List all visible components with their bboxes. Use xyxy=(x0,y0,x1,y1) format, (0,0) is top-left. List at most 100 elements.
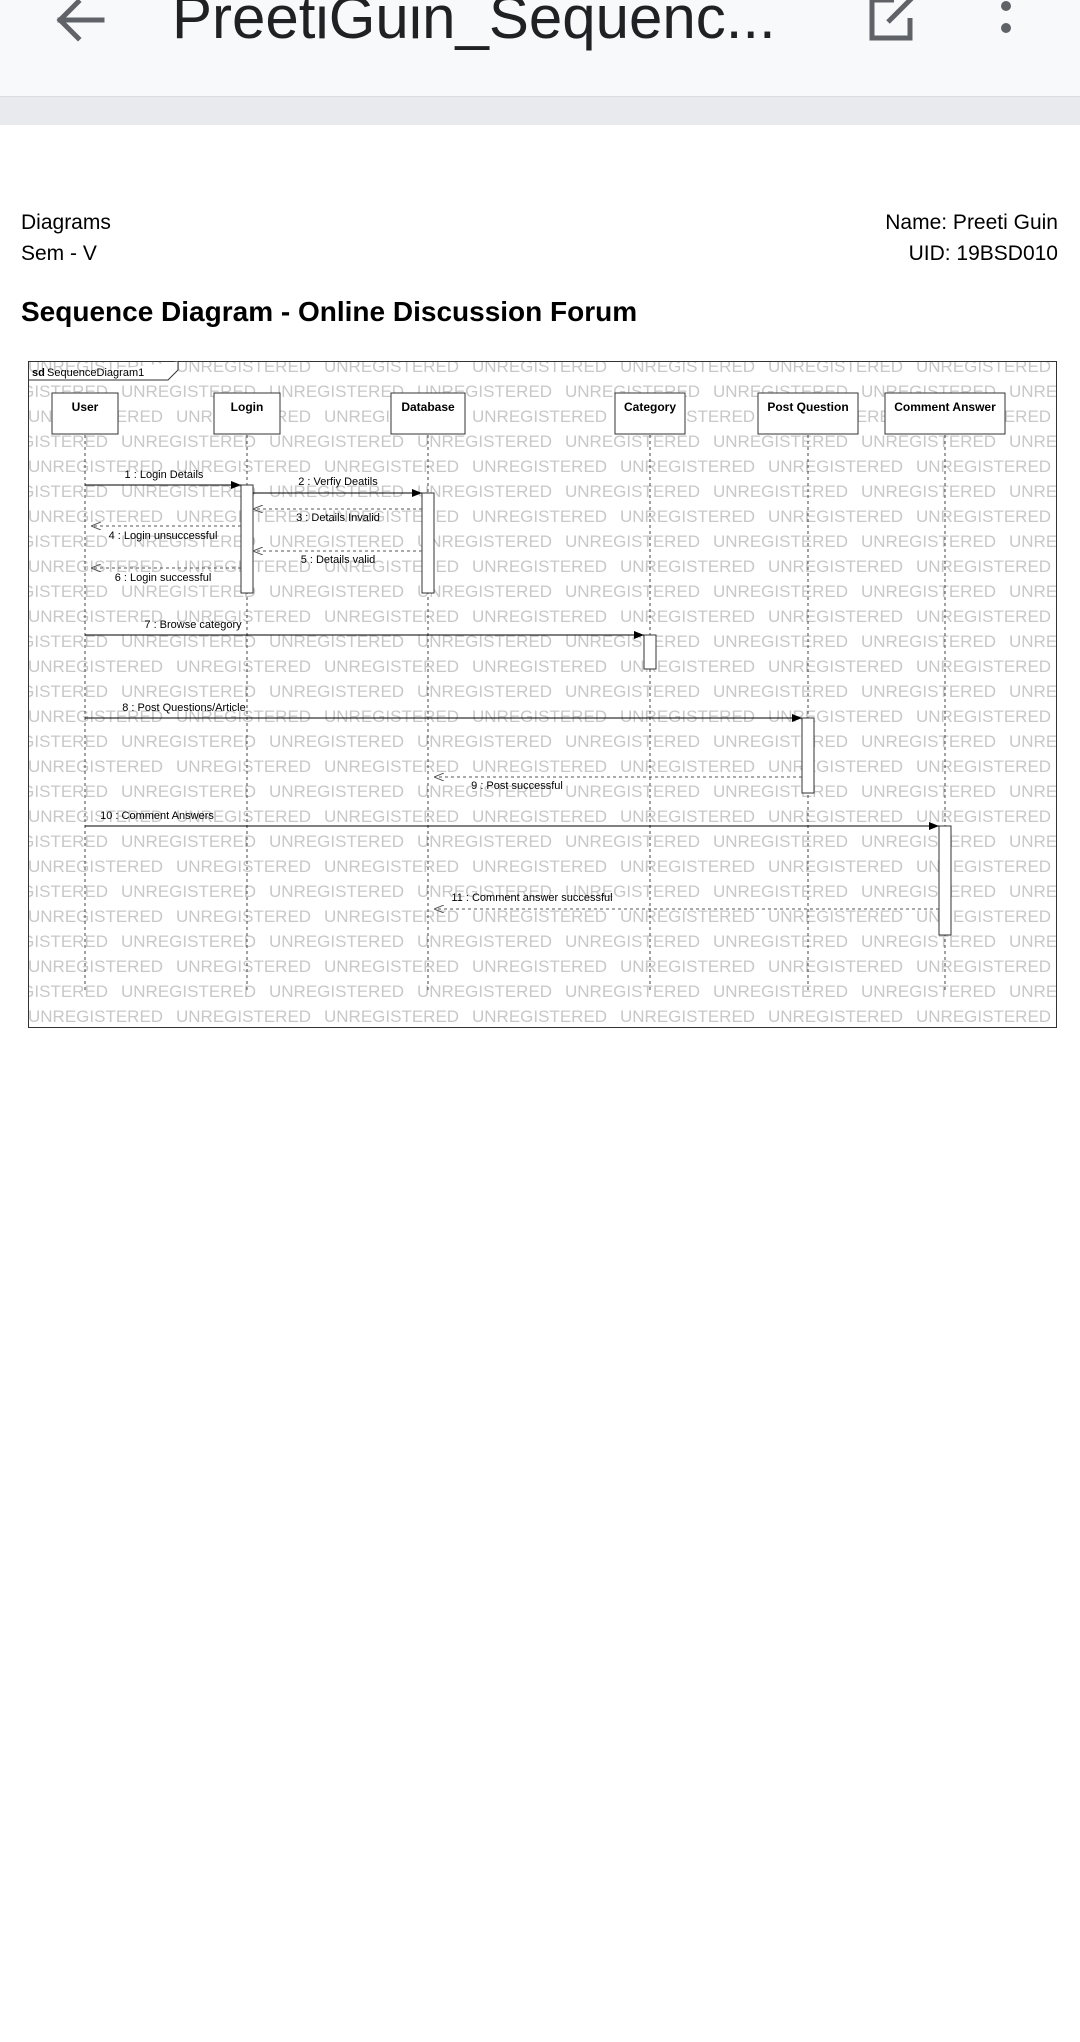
lifeline-box xyxy=(884,392,1006,435)
message-label: 9 : Post successful xyxy=(471,780,563,792)
frame-keyword: sd xyxy=(32,367,45,379)
watermark-text: UNREGISTERED xyxy=(916,1007,1051,1026)
open-in-new-icon[interactable] xyxy=(866,0,926,46)
watermark-text: UNREGISTERED xyxy=(28,732,108,751)
watermark-text: UNREGISTERED xyxy=(861,732,996,751)
watermark-text: UNREGISTERED xyxy=(121,582,256,601)
watermark-text: UNREGISTERED xyxy=(916,957,1051,976)
watermark-text: UNREGISTERED xyxy=(121,432,256,451)
lifeline-label: Post Question xyxy=(767,400,848,414)
watermark-text: UNREGISTERED xyxy=(620,757,755,776)
watermark-text: UNREGISTERED xyxy=(916,361,1051,376)
watermark-text: UNREGISTERED xyxy=(768,361,903,376)
watermark-text: UNREGISTERED xyxy=(121,632,256,651)
watermark-text: UNREGISTERED xyxy=(176,757,311,776)
watermark-text: UNREGISTERED xyxy=(269,632,404,651)
watermark-text: UNREGISTERED xyxy=(28,457,163,476)
message-label: 4 : Login unsuccessful xyxy=(109,530,218,542)
watermark-text: UNREGISTERED xyxy=(28,932,108,951)
arrow-back-icon[interactable] xyxy=(52,0,112,50)
watermark-text: UNREGISTERED xyxy=(861,832,996,851)
watermark-text: UNREGISTERED xyxy=(28,582,108,601)
watermark-text: UNREGISTERED xyxy=(28,832,108,851)
watermark-text: UNREGISTERED xyxy=(472,957,607,976)
watermark-text: UNREGISTERED xyxy=(121,532,256,551)
activation-bar xyxy=(240,484,254,594)
message-label: 6 : Login successful xyxy=(115,572,212,584)
watermark-text: UNREGISTERED xyxy=(916,857,1051,876)
watermark-text: UNREGISTERED xyxy=(472,507,607,526)
watermark-text: UNREGISTERED xyxy=(713,732,848,751)
watermark-text: UNREGISTERED xyxy=(768,857,903,876)
watermark-text: UNREGISTERED xyxy=(176,957,311,976)
watermark-text: UNREGISTERED xyxy=(121,732,256,751)
watermark-text: UNREGISTERED xyxy=(620,707,755,726)
lifeline-label: Category xyxy=(624,400,676,414)
watermark-text: UNREGISTERED xyxy=(417,582,552,601)
watermark-text: UNREGISTERED xyxy=(620,607,755,626)
watermark-text: UNREGISTERED xyxy=(713,832,848,851)
watermark-text: UNREGISTERED xyxy=(565,932,700,951)
watermark-text: UNREGISTERED xyxy=(28,507,163,526)
watermark-text: UNREGISTERED xyxy=(713,682,848,701)
watermark-text: UNREGISTERED xyxy=(768,807,903,826)
watermark-text: UNREGISTERED xyxy=(565,682,700,701)
watermark-text: UNREGISTERED xyxy=(472,457,607,476)
watermark-text: UNREGISTERED xyxy=(713,982,848,1001)
watermark-text: UNREGISTERED xyxy=(565,732,700,751)
watermark-text: UNREGISTERED xyxy=(417,632,552,651)
watermark-text: UNREGISTERED xyxy=(28,707,163,726)
watermark-text: UNREGISTERED xyxy=(565,632,700,651)
watermark-text: UNREGISTERED xyxy=(176,457,311,476)
watermark-text: UNREGISTERED xyxy=(861,532,996,551)
watermark-text: UNREGISTERED xyxy=(916,807,1051,826)
watermark-text: UNREGISTERED xyxy=(176,361,311,376)
watermark-text: UNREGISTERED xyxy=(768,757,903,776)
watermark-text: UNREGISTERED xyxy=(269,982,404,1001)
lifeline-box xyxy=(213,392,281,435)
watermark-text: UNREGISTERED xyxy=(324,657,459,676)
watermark-text: UNREGISTERED xyxy=(916,557,1051,576)
watermark-text: UNREGISTERED xyxy=(620,557,755,576)
message-label: 5 : Details valid xyxy=(301,554,376,566)
watermark-text: UNREGISTERED xyxy=(121,782,256,801)
watermark-text: UNREGISTERED xyxy=(620,1007,755,1026)
watermark-text: UNREGISTERED xyxy=(324,707,459,726)
watermark-text: UNREGISTERED xyxy=(1009,682,1057,701)
watermark-text: UNREGISTERED xyxy=(269,482,404,501)
watermark-text: UNREGISTERED xyxy=(1009,482,1057,501)
lifeline-label: User xyxy=(72,400,99,414)
watermark-text: UNREGISTERED xyxy=(28,757,163,776)
message-label: 3 : Details Invalid xyxy=(296,512,380,524)
lifeline-label: Login xyxy=(231,400,264,414)
watermark-text: UNREGISTERED xyxy=(121,482,256,501)
frame-name: SequenceDiagram1 xyxy=(47,367,144,379)
watermark-text: UNREGISTERED xyxy=(768,557,903,576)
watermark-text: UNREGISTERED xyxy=(324,757,459,776)
watermark-text: UNREGISTERED xyxy=(916,457,1051,476)
watermark-text: UNREGISTERED xyxy=(713,882,848,901)
watermark-text: UNREGISTERED xyxy=(176,657,311,676)
more-vert-icon[interactable] xyxy=(994,0,1018,50)
lifeline-box xyxy=(614,392,686,435)
watermark-text: UNREGISTERED xyxy=(269,682,404,701)
watermark-text: UNREGISTERED xyxy=(28,682,108,701)
watermark-text: UNREGISTERED xyxy=(861,682,996,701)
watermark-text: UNREGISTERED xyxy=(768,907,903,926)
activation-bar xyxy=(938,825,952,936)
watermark-text: UNREGISTERED xyxy=(121,832,256,851)
watermark-text: UNREGISTERED xyxy=(472,557,607,576)
watermark-text: UNREGISTERED xyxy=(713,582,848,601)
watermark-text: UNREGISTERED xyxy=(1009,982,1057,1001)
watermark-text: UNREGISTERED xyxy=(176,907,311,926)
watermark-text: UNREGISTERED xyxy=(324,957,459,976)
watermark-text: UNREGISTERED xyxy=(269,532,404,551)
message-label: 10 : Comment Answers xyxy=(100,810,214,822)
watermark-text: UNREGISTERED xyxy=(324,857,459,876)
watermark-text: UNREGISTERED xyxy=(324,907,459,926)
watermark-text: UNREGISTERED xyxy=(620,857,755,876)
watermark-text: UNREGISTERED xyxy=(565,882,700,901)
message-label: 2 : Verfiy Deatils xyxy=(298,476,378,488)
watermark-text: UNREGISTERED xyxy=(916,907,1051,926)
watermark-text: UNREGISTERED xyxy=(620,507,755,526)
